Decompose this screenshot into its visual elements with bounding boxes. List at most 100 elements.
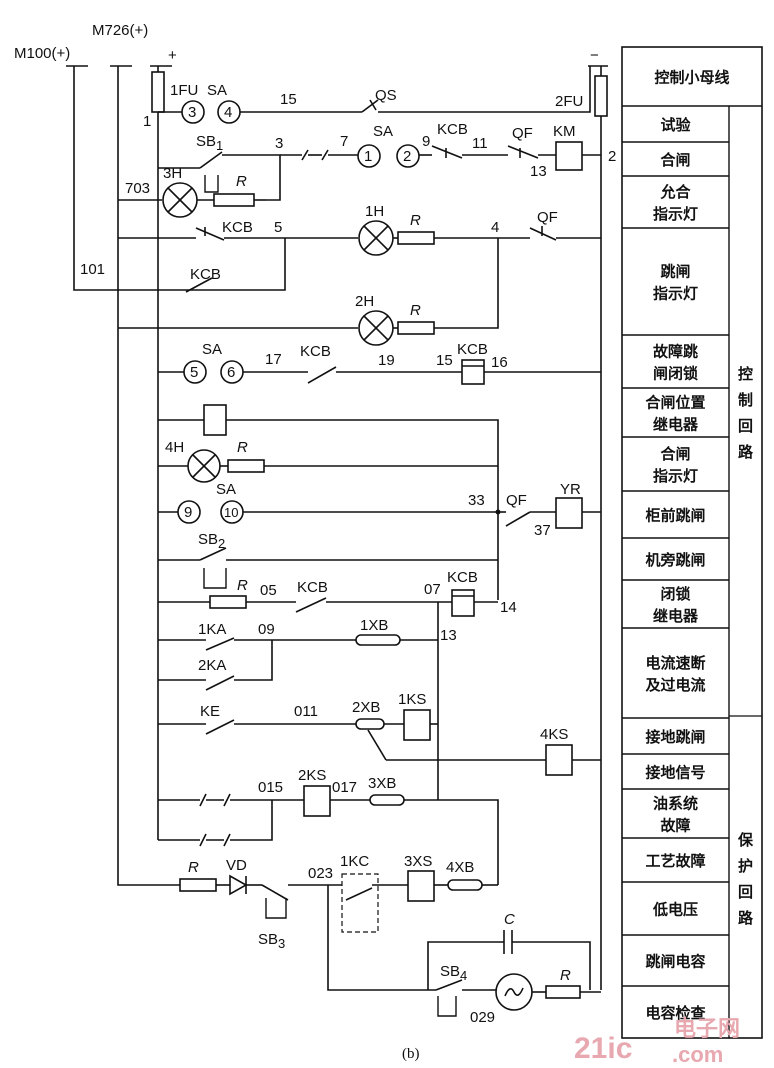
legend-group-control: 回 (738, 417, 753, 435)
legend-row-label: 接地跳闸 (645, 728, 705, 746)
kcb-contact-row2 (431, 145, 463, 159)
bus-minus-label: − (590, 47, 599, 64)
watermark-cn: 电子网 (674, 1016, 740, 1041)
bus-plus-label: + (168, 47, 177, 64)
node-13b: 13 (440, 627, 457, 644)
ks2-coil (303, 785, 331, 817)
row2-wire-b (222, 154, 281, 201)
sa-contact-2 (396, 144, 420, 168)
kcb-contact-101 (185, 277, 213, 293)
link-015-1 (199, 793, 207, 807)
legend-row-label: 电流速断 (645, 654, 705, 672)
ka2-label: 2KA (198, 657, 226, 674)
row2-link-2 (321, 149, 329, 161)
node-011: 011 (294, 703, 318, 720)
legend-row-label: 柜前跳闸 (644, 507, 705, 525)
sa-terminal-6: 6 (227, 364, 235, 381)
legend-row-label: 油系统 (653, 795, 698, 813)
vd-label: VD (226, 857, 247, 874)
row2-link-1 (301, 149, 309, 161)
legend-row-label: 接地信号 (645, 764, 705, 782)
qf-label-row3: QF (537, 209, 558, 226)
lamp-4h-label: 4H (165, 439, 184, 456)
km-label: KM (553, 123, 576, 140)
node-023: 023 (308, 865, 333, 882)
node-101: 101 (80, 261, 105, 278)
ke-label: KE (200, 703, 220, 720)
watermark-brand: 21ic (574, 1032, 632, 1065)
lamp-4h-x2 (192, 454, 216, 478)
xb2-link (355, 718, 385, 730)
xs3-label: 3XS (404, 853, 432, 870)
legend-table: 控制小母线试验合闸允合指示灯跳闸指示灯故障跳闸闭锁合闸位置继电器合闸指示灯柜前跳… (621, 46, 763, 1039)
qf-label-row2: QF (512, 125, 533, 142)
cap-wire-c (512, 941, 591, 990)
row-015-wire-e (404, 799, 499, 885)
legend-row-label: 合闸位置 (644, 394, 705, 412)
sa-terminal-5: 5 (190, 364, 198, 381)
xs3-coil (407, 870, 435, 902)
node-16: 16 (491, 354, 508, 371)
legend-group-protect: 路 (738, 909, 754, 927)
kcb-contact-row5 (307, 366, 337, 384)
resistor-4h (227, 459, 265, 473)
node-13: 13 (530, 163, 547, 180)
node-029: 029 (470, 1009, 495, 1026)
node-703: 703 (125, 180, 150, 197)
ks4-coil (545, 744, 573, 776)
ka1-label: 1KA (198, 621, 226, 638)
relay-coil-row6 (203, 404, 227, 436)
resistor-meter (545, 985, 581, 999)
fuse-1fu-label: 1FU (170, 82, 198, 99)
sb2-label: SB2 (198, 531, 225, 551)
node-4: 4 (491, 219, 499, 236)
yr-label: YR (560, 481, 581, 498)
ks1-label: 1KS (398, 691, 426, 708)
row6-wire-b (226, 419, 499, 600)
resistor-4h-label: R (237, 439, 248, 456)
sb4-button (437, 996, 457, 1017)
sa-terminal-9: 9 (184, 504, 192, 521)
resistor-3h-label: R (236, 173, 247, 190)
node-7: 7 (340, 133, 348, 150)
qs-label: QS (375, 87, 397, 104)
link-015-2 (223, 793, 231, 807)
xb1-label: 1XB (360, 617, 388, 634)
sa-terminal-3: 3 (188, 104, 196, 121)
sb4-contact (435, 979, 463, 991)
resistor-row8 (209, 595, 247, 609)
sa-contact-1 (357, 144, 381, 168)
resistor-3h (213, 193, 255, 207)
km-coil (555, 141, 583, 171)
ka2-contact (205, 675, 235, 691)
row1-wire-c (378, 66, 591, 113)
sa-label-row7: SA (216, 481, 236, 498)
node-15: 15 (280, 91, 297, 108)
legend-row-label: 机旁跳闸 (645, 551, 705, 569)
ks2-label: 2KS (298, 767, 326, 784)
legend-group-protect: 护 (738, 857, 753, 875)
figure-caption: (b) (402, 1046, 420, 1062)
kcb-label-coil: KCB (447, 569, 478, 586)
ka1-contact (205, 637, 235, 651)
row4-wire-c (434, 238, 499, 329)
node-15b: 15 (436, 352, 453, 369)
m100-wire (73, 66, 286, 291)
bus-m100-label: M100(+) (14, 45, 70, 62)
xb2-switch-arm (367, 729, 387, 761)
node-9: 9 (422, 133, 430, 150)
resistor-2h-label: R (410, 302, 421, 319)
sb1-label: SB1 (196, 133, 223, 153)
qf-contact-row2 (507, 145, 539, 159)
legend-row-label: 故障 (660, 817, 690, 835)
link-row2-1 (199, 833, 207, 847)
lamp-1h-label: 1H (365, 203, 384, 220)
legend-row-label: 跳闸电容 (645, 953, 705, 971)
link-row2-2 (223, 833, 231, 847)
sb2-contact (199, 547, 227, 561)
resistor-vd-label: R (188, 859, 199, 876)
legend-row-label: 闭锁 (660, 585, 690, 603)
fuse-1fu (151, 71, 165, 113)
legend-row-label: 指示灯 (653, 205, 698, 223)
node-11: 11 (472, 135, 488, 152)
